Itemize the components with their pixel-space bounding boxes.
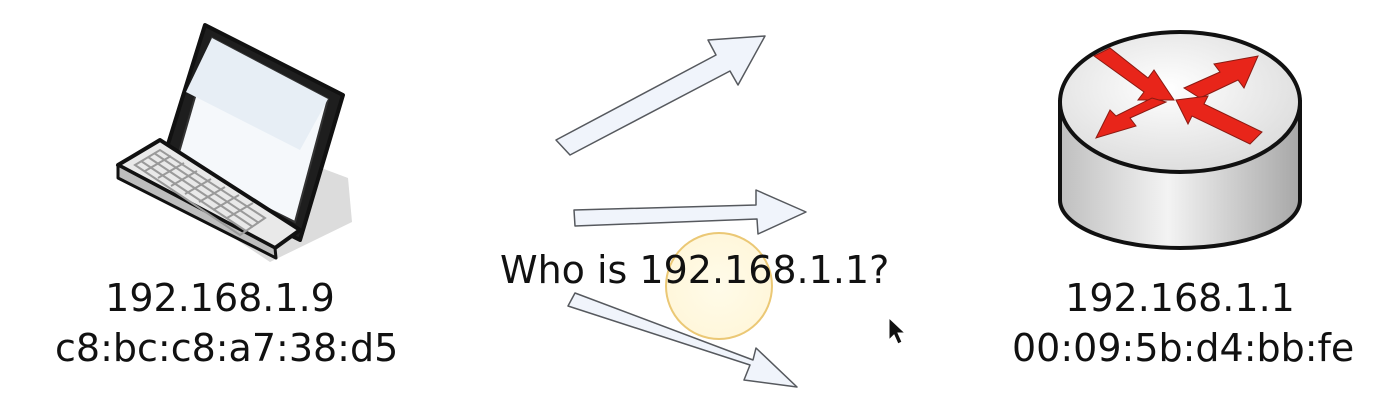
router-address-block: 192.168.1.1 00:09:5b:d4:bb:fe [1012,273,1355,373]
router-mac: 00:09:5b:d4:bb:fe [1012,326,1355,370]
arp-question: Who is 192.168.1.1? [500,248,890,292]
arrow-down-right [567,292,798,388]
arrow-up-right [555,35,766,156]
laptop-ip: 192.168.1.9 [105,276,335,320]
click-highlight [665,232,773,340]
laptop-mac: c8:bc:c8:a7:38:d5 [55,326,399,370]
arrow-right [573,189,807,235]
laptop-address-block: 192.168.1.9 c8:bc:c8:a7:38:d5 [55,273,399,373]
router-ip: 192.168.1.1 [1065,276,1295,320]
